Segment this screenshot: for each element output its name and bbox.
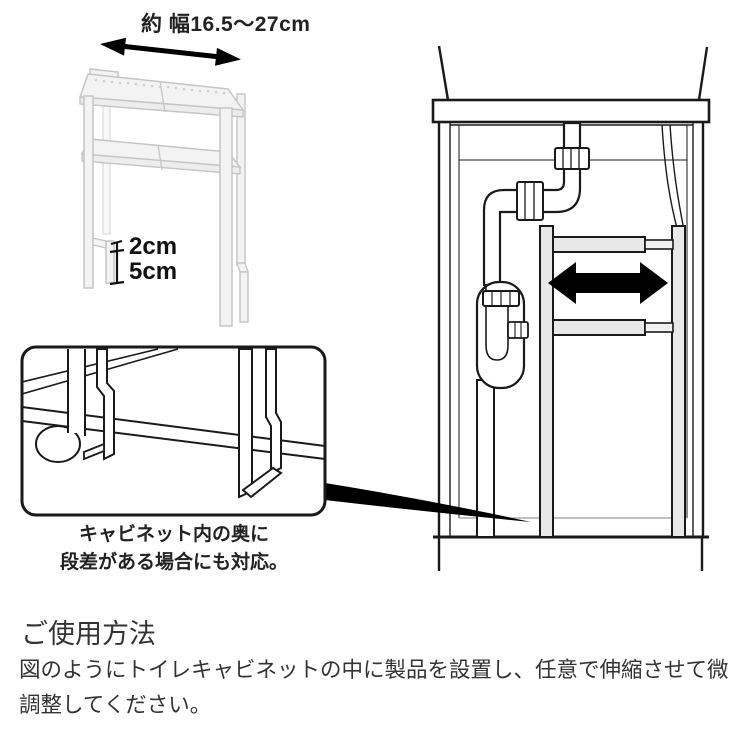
inset-caption: キャビネット内の奥に 段差がある場合にも対応。 — [28, 521, 320, 577]
inset-detail-box — [20, 345, 327, 517]
supply-pipe — [482, 121, 590, 287]
product-rack-photo — [78, 68, 249, 327]
notch-upper-label: 2cm — [129, 233, 178, 260]
notch-dimension-marks — [109, 239, 125, 286]
telescopic-rack — [539, 225, 686, 538]
width-dimension-label: 約 幅16.5〜27cm — [141, 13, 311, 36]
notch-lower-label: 5cm — [129, 258, 178, 285]
shelf-perforations — [94, 78, 226, 95]
p-trap — [475, 280, 529, 390]
inset-caption-line1: キャビネット内の奥に — [78, 524, 269, 545]
inset-caption-line2: 段差がある場合にも対応。 — [59, 552, 288, 573]
usage-body-text: 図のようにトイレキャビネットの中に製品を設置し、任意で伸縮させて微調整してくださ… — [19, 658, 729, 717]
usage-heading: ご使用方法 — [21, 619, 156, 649]
supply-hose — [661, 124, 685, 233]
width-arrow-icon — [100, 37, 241, 66]
callout-arrow-icon — [325, 483, 531, 522]
cabinet-diagram — [431, 45, 711, 571]
step-detail-drawing — [22, 348, 325, 499]
extension-arrow-icon — [548, 262, 668, 304]
